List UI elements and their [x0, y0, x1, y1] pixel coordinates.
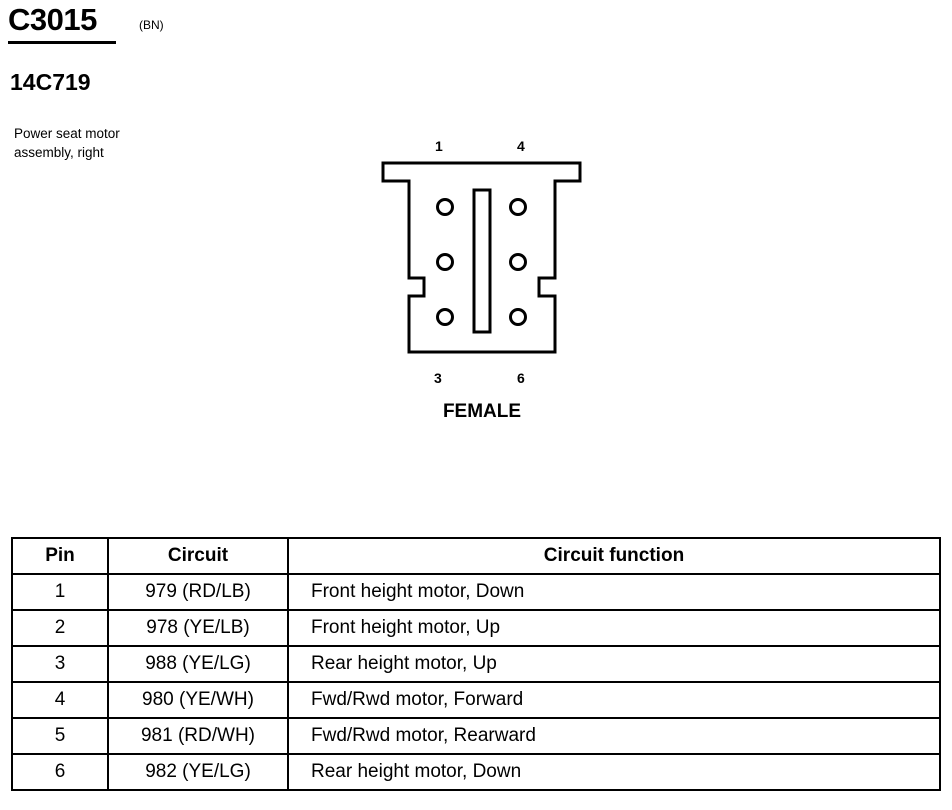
- table-row: 1 979 (RD/LB) Front height motor, Down: [11, 573, 941, 611]
- pin-cavity-4: [509, 198, 527, 216]
- circuit-cell: 981 (RD/WH): [107, 717, 289, 755]
- column-header-circuit-function: Circuit function: [287, 537, 941, 575]
- connector-gender-label: FEMALE: [442, 401, 522, 422]
- circuit-function-cell: Fwd/Rwd motor, Rearward: [287, 717, 941, 755]
- table-row: 5 981 (RD/WH) Fwd/Rwd motor, Rearward: [11, 717, 941, 755]
- table-row: 3 988 (YE/LG) Rear height motor, Up: [11, 645, 941, 683]
- pin-label-bottom-left: 3: [434, 370, 442, 386]
- circuit-cell: 978 (YE/LB): [107, 609, 289, 647]
- circuit-function-cell: Fwd/Rwd motor, Forward: [287, 681, 941, 719]
- pin-cell: 5: [11, 717, 109, 755]
- pin-cavity-2: [436, 253, 454, 271]
- pin-label-top-right: 4: [517, 138, 525, 154]
- circuit-cell: 982 (YE/LG): [107, 753, 289, 791]
- component-description: Power seat motor assembly, right: [14, 124, 194, 162]
- circuit-cell: 979 (RD/LB): [107, 573, 289, 611]
- circuit-cell: 980 (YE/WH): [107, 681, 289, 719]
- pin-cell: 4: [11, 681, 109, 719]
- connector-color: (BN): [139, 18, 164, 32]
- pin-label-top-left: 1: [435, 138, 443, 154]
- circuit-function-cell: Front height motor, Up: [287, 609, 941, 647]
- circuit-cell: 988 (YE/LG): [107, 645, 289, 683]
- circuit-function-cell: Rear height motor, Up: [287, 645, 941, 683]
- connector-id: C3015: [8, 2, 97, 37]
- pin-cell: 6: [11, 753, 109, 791]
- component-description-line: Power seat motor: [14, 126, 120, 141]
- column-header-circuit: Circuit: [107, 537, 289, 575]
- column-header-pin: Pin: [11, 537, 109, 575]
- pin-cell: 2: [11, 609, 109, 647]
- connector-housing-outline: [381, 161, 582, 354]
- table-row: 6 982 (YE/LG) Rear height motor, Down: [11, 753, 941, 791]
- table-row: 4 980 (YE/WH) Fwd/Rwd motor, Forward: [11, 681, 941, 719]
- table-row: 2 978 (YE/LB) Front height motor, Up: [11, 609, 941, 647]
- pin-cavity-6: [509, 308, 527, 326]
- pin-cell: 1: [11, 573, 109, 611]
- pin-cell: 3: [11, 645, 109, 683]
- part-number: 14C719: [10, 69, 91, 95]
- circuit-function-cell: Rear height motor, Down: [287, 753, 941, 791]
- connector-id-underline: [8, 41, 116, 44]
- pin-label-bottom-right: 6: [517, 370, 525, 386]
- pin-cavity-1: [436, 198, 454, 216]
- connector-center-key: [472, 188, 492, 334]
- component-description-line: assembly, right: [14, 145, 104, 160]
- circuit-function-cell: Front height motor, Down: [287, 573, 941, 611]
- table-header-row: Pin Circuit Circuit function: [11, 537, 941, 575]
- pin-cavity-3: [436, 308, 454, 326]
- pinout-table: Pin Circuit Circuit function 1 979 (RD/L…: [11, 537, 941, 791]
- pin-cavity-5: [509, 253, 527, 271]
